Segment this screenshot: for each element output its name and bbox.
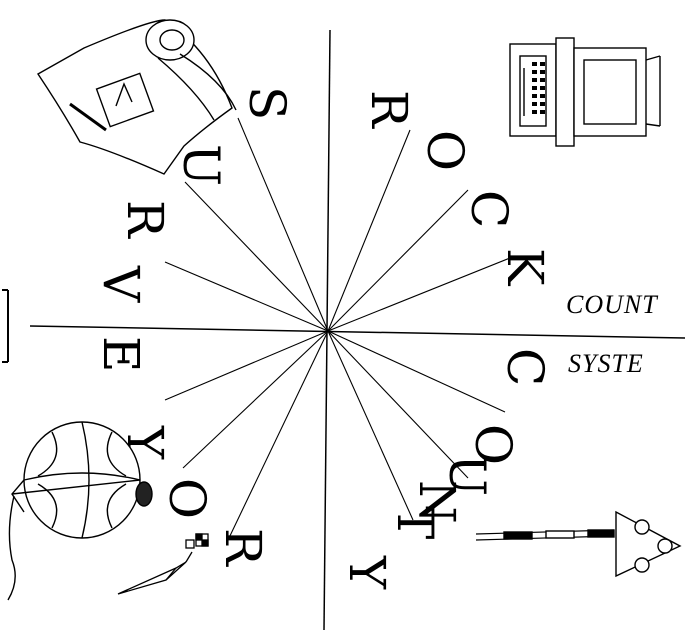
bottom-arc-letters: C O U N T Y (338, 348, 554, 590)
letter-c-bottom: C (496, 348, 554, 386)
computer-terminal-icon (509, 37, 661, 147)
measuring-wheel-icon (7, 421, 153, 601)
letter-o-bottom: O (464, 424, 522, 465)
letter-u-left: U (172, 144, 230, 186)
radiating-spokes (164, 117, 511, 541)
letter-n-bottom: N (408, 480, 466, 524)
letter-o-left: O (158, 478, 216, 519)
letter-k-top: K (496, 248, 554, 287)
plumb-bob-icon (117, 533, 209, 595)
letter-u-bottom: U (438, 454, 496, 496)
caption-text: COUNT SYSTE (566, 290, 658, 378)
letter-c-top: C (460, 190, 518, 228)
caption-line-1: COUNT (566, 290, 658, 319)
letter-y-bottom: Y (338, 555, 396, 590)
horizontal-axis (29, 325, 685, 339)
caption-line-2: SYSTE (568, 349, 644, 378)
letter-e-left: E (92, 336, 150, 373)
scroll-map-icon (36, 19, 237, 175)
survey-rod-prism-icon (475, 510, 682, 578)
letter-s-left: S (238, 86, 296, 120)
letter-t-bottom: T (386, 506, 444, 539)
top-arc-letters: R O C K (360, 90, 554, 287)
letter-r-top: R (360, 90, 418, 129)
letter-r-left: R (116, 200, 174, 239)
left-edge-mark (2, 289, 9, 363)
letter-v-left: V (92, 265, 150, 303)
letter-o-top: O (416, 130, 474, 171)
letter-r-left-2: R (214, 528, 272, 567)
